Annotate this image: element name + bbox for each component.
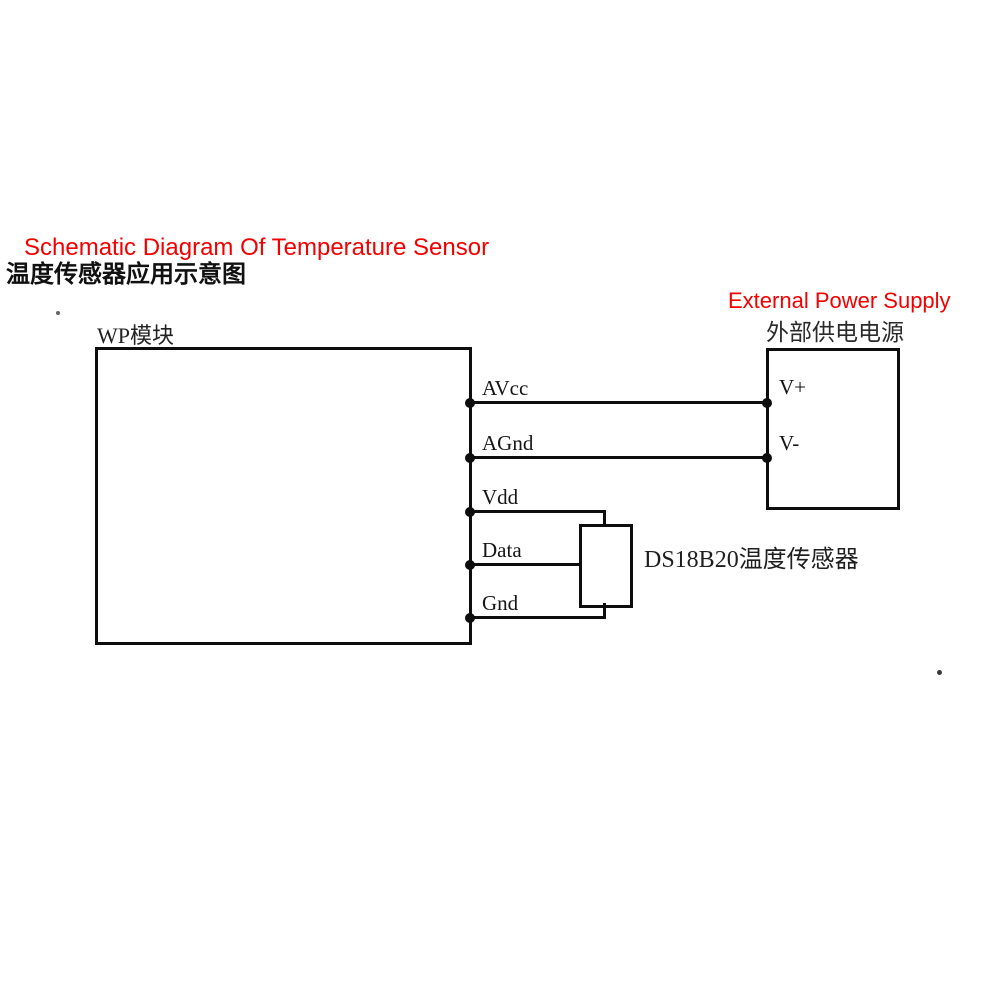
diagram-title-english: Schematic Diagram Of Temperature Sensor [24, 234, 490, 261]
pin-label-vplus: V+ [779, 375, 807, 399]
speck-artifact [937, 670, 942, 675]
diagram-title-chinese: 温度传感器应用示意图 [6, 261, 246, 288]
pin-label-agnd: AGnd [482, 431, 534, 455]
junction-dot-vminus [762, 453, 772, 463]
pin-label-vminus: V- [779, 431, 800, 455]
power-supply-title-english: External Power Supply [728, 288, 951, 313]
pin-label-data: Data [482, 538, 522, 562]
junction-dot-data [465, 560, 475, 570]
junction-dot-vplus [762, 398, 772, 408]
wire-vdd-horizontal [469, 510, 606, 513]
wire-agnd-to-vminus [469, 456, 767, 459]
junction-dot-avcc [465, 398, 475, 408]
speck-artifact [56, 311, 60, 315]
ds18b20-sensor-box [579, 524, 633, 608]
wp-module-box [95, 347, 472, 645]
wire-vdd-vertical [603, 510, 606, 527]
junction-dot-gnd [465, 613, 475, 623]
wire-data [469, 563, 581, 566]
junction-dot-agnd [465, 453, 475, 463]
power-supply-label-chinese: 外部供电电源 [766, 320, 904, 345]
wire-avcc-to-vplus [469, 401, 767, 404]
wp-module-label: WP模块 [97, 323, 175, 348]
junction-dot-vdd [465, 507, 475, 517]
pin-label-gnd: Gnd [482, 591, 519, 615]
wire-gnd-vertical [603, 603, 606, 619]
power-supply-box [766, 348, 900, 510]
wire-gnd-horizontal [469, 616, 606, 619]
ds18b20-sensor-label: DS18B20温度传感器 [644, 547, 859, 573]
pin-label-avcc: AVcc [482, 376, 529, 400]
pin-label-vdd: Vdd [482, 485, 519, 509]
